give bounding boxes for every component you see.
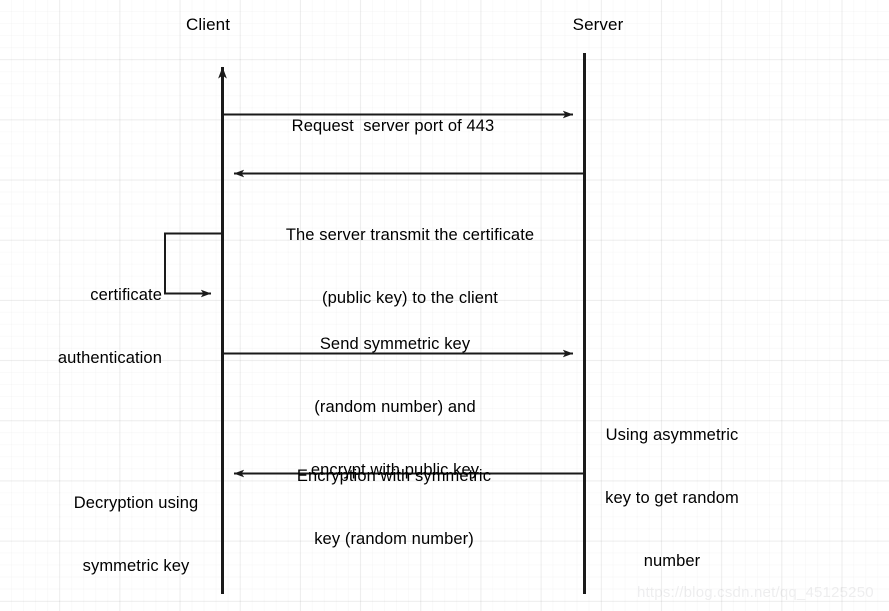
message-label-send-symmetric-key: Send symmetric key (random number) and e… (245, 292, 545, 523)
message-label-line: The server transmit the certificate (285, 226, 535, 244)
message-label-line: key (random number) (314, 530, 474, 548)
actor-label-server: Server (572, 15, 624, 34)
message-label-line: Send symmetric key (319, 335, 471, 353)
note-line: Decryption using (73, 494, 199, 512)
note-line: symmetric key (82, 557, 190, 575)
note-line: number (643, 552, 701, 570)
watermark-text: https://blog.csdn.net/qq_45125250 (637, 584, 874, 601)
message-label-line: authentication (57, 349, 162, 367)
note-line: Using asymmetric (605, 426, 739, 444)
message-label-line: Encryption with symmetric (296, 467, 492, 485)
message-label-line: (random number) and (314, 398, 476, 416)
message-label-line: (public key) to the client (322, 289, 498, 307)
message-label-line: Request server port of 443 (291, 117, 495, 135)
message-label-certificate-authentication: certificate authentication (0, 243, 162, 411)
note-decryption-using-symmetric-key: Decryption using symmetric key (random n… (50, 451, 222, 611)
message-label-encryption-symmetric: Encryption with symmetric key (random nu… (244, 424, 544, 592)
self-loop-certificate-authentication (164, 232, 222, 298)
note-line: key to get random (605, 489, 739, 507)
actor-label-client: Client (185, 15, 231, 34)
message-label-line: certificate (90, 286, 162, 304)
message-label-certificate: The server transmit the certificate (pub… (260, 183, 560, 351)
message-label-request-port: Request server port of 443 (243, 74, 543, 179)
note-using-asymmetric-key: Using asymmetric key to get random numbe… (592, 383, 752, 611)
message-label-line: encrypt with public key (310, 461, 480, 479)
